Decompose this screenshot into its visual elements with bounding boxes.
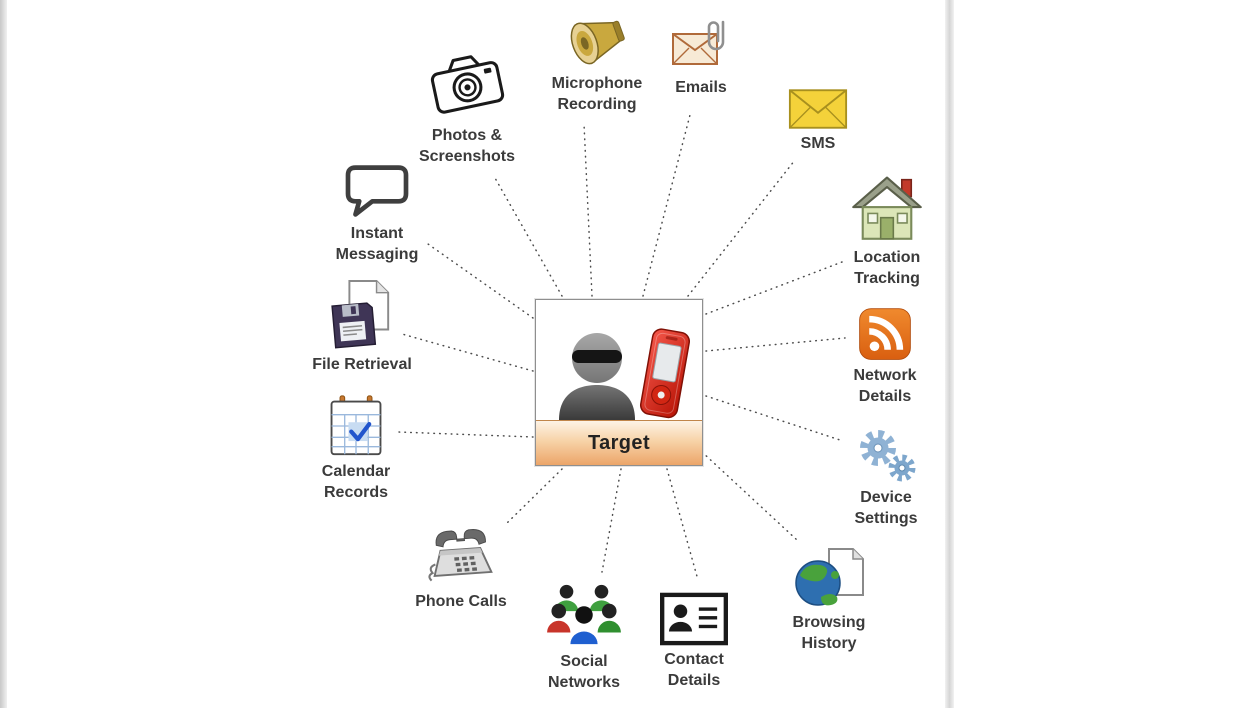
gears-icon xyxy=(853,426,919,484)
speech-bubble-icon xyxy=(344,162,410,220)
node-label: Device Settings xyxy=(854,489,918,527)
spy-and-phone-icon xyxy=(559,328,691,420)
floppy-disk-document-icon xyxy=(330,277,394,351)
node-label: SMS xyxy=(800,135,836,152)
node-file-retrieval: File Retrieval xyxy=(297,277,427,376)
node-label: Browsing History xyxy=(792,614,866,652)
camera-icon xyxy=(428,48,506,122)
node-label: Phone Calls xyxy=(415,593,507,610)
target-node: Target xyxy=(534,298,704,467)
target-label-text: Target xyxy=(587,431,651,454)
node-contact-details: Contact Details xyxy=(649,592,739,692)
node-microphone-recording: Microphone Recording xyxy=(542,8,652,116)
desk-phone-icon xyxy=(424,522,498,588)
node-label: Instant Messaging xyxy=(335,225,419,263)
target-illustration xyxy=(536,300,702,420)
node-instant-messaging: Instant Messaging xyxy=(322,162,432,266)
node-sms: SMS xyxy=(768,88,868,155)
house-icon xyxy=(849,166,925,244)
node-label: File Retrieval xyxy=(312,356,412,373)
connector-microphone-recording xyxy=(583,123,593,297)
connector-instant-messaging xyxy=(427,243,534,319)
connector-social-networks xyxy=(601,468,622,573)
node-label: Location Tracking xyxy=(853,249,921,287)
people-group-icon xyxy=(545,580,623,648)
connector-calendar-records xyxy=(397,431,534,438)
node-label: Microphone Recording xyxy=(551,75,643,113)
rss-icon xyxy=(857,306,913,362)
calendar-icon xyxy=(325,394,387,458)
globe-page-icon xyxy=(791,545,867,609)
envelope-icon xyxy=(788,88,848,130)
page-edge-right xyxy=(945,0,954,708)
node-label: Photos & Screenshots xyxy=(418,127,516,165)
connector-device-settings xyxy=(705,395,841,441)
node-location-tracking: Location Tracking xyxy=(832,166,942,290)
envelope-paperclip-icon xyxy=(669,16,733,74)
node-emails: Emails xyxy=(651,16,751,99)
node-label: Calendar Records xyxy=(321,463,391,501)
node-browsing-history: Browsing History xyxy=(779,545,879,655)
node-network-details: Network Details xyxy=(840,306,930,408)
connector-sms xyxy=(687,159,796,297)
node-label: Social Networks xyxy=(547,653,621,691)
node-label: Emails xyxy=(675,79,727,96)
node-photos-screenshots: Photos & Screenshots xyxy=(409,48,525,168)
node-label: Contact Details xyxy=(664,651,724,689)
target-label-strip: Target xyxy=(536,420,702,465)
connector-contact-details xyxy=(666,468,699,581)
loudspeaker-icon xyxy=(564,8,630,70)
connector-browsing-history xyxy=(701,451,798,541)
contact-card-icon xyxy=(659,592,729,646)
connector-phone-calls xyxy=(504,468,563,526)
page-edge-left xyxy=(0,0,7,708)
node-device-settings: Device Settings xyxy=(836,426,936,530)
connector-location-tracking xyxy=(705,261,843,315)
node-phone-calls: Phone Calls xyxy=(401,522,521,613)
connector-network-details xyxy=(705,337,846,352)
connector-photos-screenshots xyxy=(494,177,563,297)
node-calendar-records: Calendar Records xyxy=(306,394,406,504)
connector-emails xyxy=(642,114,691,297)
node-social-networks: Social Networks xyxy=(529,580,639,694)
node-label: Network Details xyxy=(853,367,917,405)
